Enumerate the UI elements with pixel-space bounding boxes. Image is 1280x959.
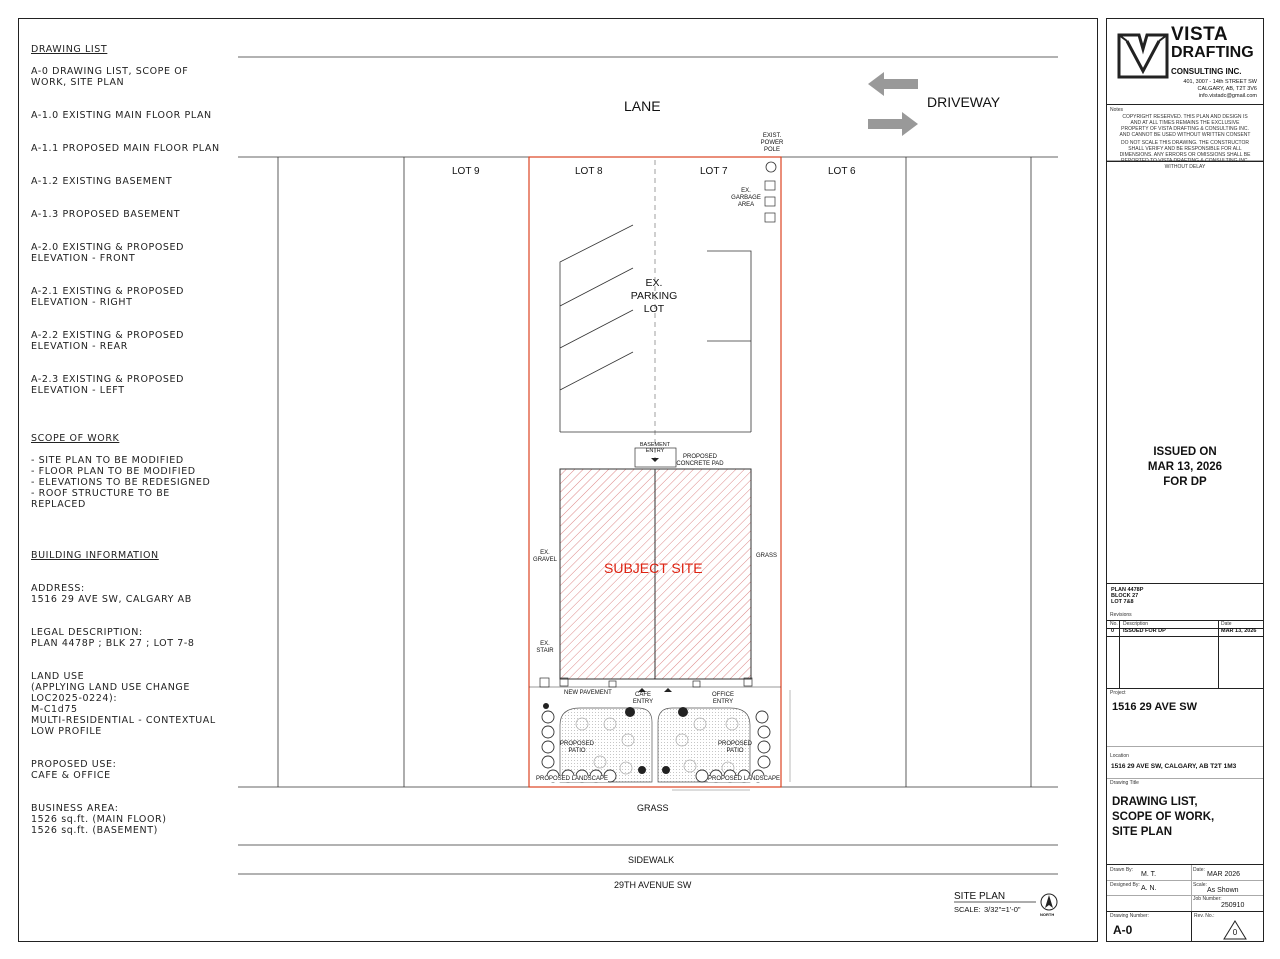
building-heading: BUILDING INFORMATION [31,550,159,561]
drawing-title-section: Drawing Title DRAWING LIST, SCOPE OF WOR… [1107,779,1263,865]
drawing-sheet [18,18,1098,942]
notes-section: Notes COPYRIGHT RESERVED. THIS PLAN AND … [1107,105,1263,170]
date-value: MAR 2026 [1207,871,1241,878]
drawing-list-heading: DRAWING LIST [31,44,108,55]
revision-row: 0 ISSUED FOR DP MAR 13, 2026 [1107,627,1263,637]
date-label: Date: [1193,867,1205,873]
location-section: Location 1516 29 AVE SW, CALGARY, AB T2T… [1107,747,1263,779]
drawing-title-label: Drawing Title [1110,780,1139,786]
rev-col-date: Date [1221,621,1232,627]
drawn-by: M. T. [1141,871,1157,878]
drawing-list-item: A-1.0 EXISTING MAIN FLOOR PLAN [31,110,212,121]
vista-logo-icon [1117,33,1169,79]
building-proposed-use: PROPOSED USE: CAFE & OFFICE [31,759,117,781]
drawing-list-item: A-0 DRAWING LIST, SCOPE OF WORK, SITE PL… [31,66,189,88]
scope-heading: SCOPE OF WORK [31,433,120,444]
designed-by-label: Designed By: [1110,882,1140,888]
revision-triangle-icon [1223,920,1247,940]
driveway-arrows-icon [868,72,918,136]
location-label: Location [1110,753,1129,759]
drawing-number-section: Drawing Number: A-0 Rev. No.: 0 [1107,911,1263,941]
company-email: info.vistadc@gmail.com [1198,93,1257,99]
drawing-list-item: A-2.2 EXISTING & PROPOSED ELEVATION - RE… [31,330,185,352]
job-number-label: Job Number: [1193,896,1222,902]
designed-by: A. N. [1141,885,1157,892]
issued-section: ISSUED ON MAR 13, 2026 FOR DP [1107,161,1263,584]
drawing-list-item: A-2.1 EXISTING & PROPOSED ELEVATION - RI… [31,286,185,308]
plan-info: PLAN 4478P BLOCK 27 LOT 7&8 [1107,585,1263,613]
north-arrow-icon [1040,893,1058,911]
rev-no: 0 [1232,928,1238,937]
location-value: 1516 29 AVE SW, CALGARY, AB T2T 1M3 [1111,763,1237,770]
plan-info-text: PLAN 4478P BLOCK 27 LOT 7&8 [1111,587,1144,605]
revisions-label: Revisions [1110,612,1132,618]
project-section: Project 1516 29 AVE SW [1107,689,1263,747]
drawing-list-item: A-1.3 PROPOSED BASEMENT [31,209,181,220]
rev-row-no: 0 [1111,628,1115,634]
copyright-note: COPYRIGHT RESERVED. THIS PLAN AND DESIGN… [1119,114,1251,138]
issued-stamp: ISSUED ON MAR 13, 2026 FOR DP [1147,446,1223,488]
rev-row-date: MAR 13, 2026 [1221,628,1257,634]
drawn-by-label: Drawn By: [1110,867,1134,873]
title-block: VISTA DRAFTING CONSULTING INC. 401, 3007… [1106,18,1264,942]
drawing-list-item: A-1.1 PROPOSED MAIN FLOOR PLAN [31,143,220,154]
revisions-section: Revisions No. Description Date 0 ISSUED … [1107,612,1263,689]
drawing-number-label: Drawing Number: [1110,913,1149,919]
drawn-info-section: Drawn By: M. T. Date: MAR 2026 Designed … [1107,865,1263,911]
company-header: VISTA DRAFTING CONSULTING INC. 401, 3007… [1107,19,1263,105]
building-address: ADDRESS: 1516 29 AVE SW, CALGARY AB [31,583,192,605]
drawing-number: A-0 [1113,923,1133,937]
company-name-2: DRAFTING [1171,44,1254,61]
project-name: 1516 29 AVE SW [1112,701,1197,713]
job-number: 250910 [1221,902,1245,909]
revisions-header: No. Description Date [1107,620,1263,629]
notes-column: DRAWING LIST A-0 DRAWING LIST, SCOPE OF … [31,33,221,858]
company-address-1: 401, 3007 - 14th STREET SW [1183,79,1257,85]
rev-col-desc: Description [1123,621,1149,627]
notes-label: Notes [1110,107,1124,113]
drawing-title: DRAWING LIST, SCOPE OF WORK, SITE PLAN [1112,796,1215,838]
drawing-list-item: A-2.3 EXISTING & PROPOSED ELEVATION - LE… [31,374,185,396]
project-label: Project [1110,690,1126,696]
company-name-1: VISTA [1171,24,1229,45]
tree-icon [543,703,688,774]
company-name-3: CONSULTING INC. [1171,67,1242,76]
rev-no-label: Rev. No.: [1194,913,1215,919]
scope-body: - SITE PLAN TO BE MODIFIED - FLOOR PLAN … [31,455,211,510]
scope-of-work: SCOPE OF WORK - SITE PLAN TO BE MODIFIED… [31,422,221,521]
scale-tb-label: Scale: [1193,882,1207,888]
rev-row-desc: ISSUED FOR DP [1123,628,1166,634]
drawing-list-item: A-1.2 EXISTING BASEMENT [31,176,173,187]
building-legal: LEGAL DESCRIPTION: PLAN 4478P ; BLK 27 ;… [31,627,195,649]
building-business-area: BUSINESS AREA: 1526 sq.ft. (MAIN FLOOR) … [31,803,167,836]
drawing-list: DRAWING LIST A-0 DRAWING LIST, SCOPE OF … [31,33,221,407]
drawing-list-item: A-2.0 EXISTING & PROPOSED ELEVATION - FR… [31,242,185,264]
building-information: BUILDING INFORMATION ADDRESS: 1516 29 AV… [31,539,221,847]
company-address-2: CALGARY, AB, T2T 3V6 [1197,86,1257,92]
scale-tb-value: As Shown [1207,887,1239,894]
rev-col-no: No. [1110,621,1118,627]
building-land-use: LAND USE (APPLYING LAND USE CHANGE LOC20… [31,671,216,737]
